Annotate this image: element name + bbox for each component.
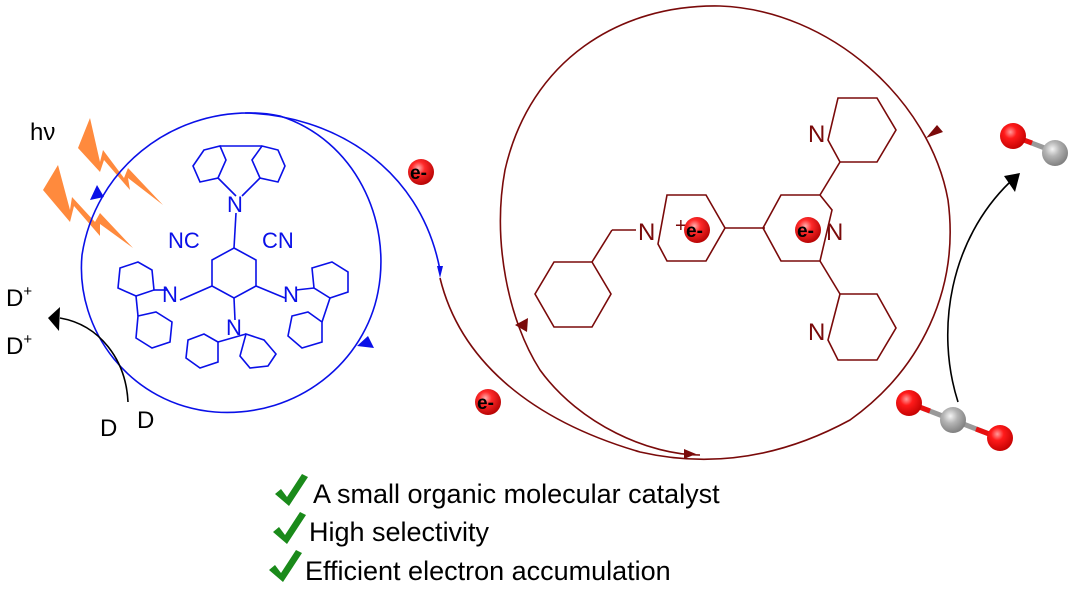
check-icon <box>273 512 306 544</box>
feature-item: High selectivity <box>273 512 490 547</box>
co2-to-co-arrow <box>946 181 1011 403</box>
svg-text:e-: e- <box>477 393 494 414</box>
co2-molecule <box>896 390 1013 451</box>
catalyst-arrow-bottom-icon <box>684 449 696 459</box>
catalyst-labels: N N + N N <box>638 121 843 346</box>
feature-list: A small organic molecular catalyst High … <box>269 474 720 586</box>
transfer-arrow-icon <box>437 266 443 278</box>
feature-item: A small organic molecular catalyst <box>275 474 720 509</box>
svg-text:D+: D+ <box>6 283 32 312</box>
svg-text:e-: e- <box>410 163 427 184</box>
catalyst-arrow-right-icon <box>926 125 943 138</box>
check-icon <box>269 550 302 582</box>
co-molecule <box>1000 123 1068 166</box>
svg-text:N: N <box>283 282 299 307</box>
light-label: hν <box>30 119 55 146</box>
photocatalyst-molecule <box>117 145 349 369</box>
svg-text:e-: e- <box>686 221 703 242</box>
svg-text:High selectivity: High selectivity <box>309 517 490 547</box>
svg-text:N: N <box>227 192 243 217</box>
svg-text:N: N <box>638 219 655 246</box>
electron-badge: e- <box>408 159 434 185</box>
svg-text:+: + <box>675 215 687 237</box>
svg-text:Efficient electron accumulatio: Efficient electron accumulation <box>305 556 671 586</box>
svg-text:N: N <box>162 282 178 307</box>
catalyst-cycle <box>439 5 951 461</box>
svg-text:N: N <box>808 121 825 148</box>
svg-text:CN: CN <box>262 228 294 253</box>
svg-text:N: N <box>826 219 843 246</box>
electron-badge: e- <box>475 389 501 415</box>
feature-item: Efficient electron accumulation <box>269 550 671 586</box>
svg-text:e-: e- <box>797 221 814 242</box>
cycle-arrow-down-icon <box>357 336 374 348</box>
photocatalyst-cycle <box>80 112 441 414</box>
svg-text:N: N <box>808 319 825 346</box>
catalyst-arrow-left-icon <box>515 318 528 332</box>
svg-text:D: D <box>137 407 154 434</box>
electron-badge: e- <box>684 217 710 243</box>
svg-text:NC: NC <box>168 228 200 253</box>
svg-text:A small organic molecular cata: A small organic molecular catalyst <box>313 479 720 509</box>
co-arrowhead-icon <box>1004 173 1020 192</box>
cycle-arrow-up-icon <box>90 185 104 200</box>
check-icon <box>275 474 308 506</box>
donor-labels: D+ D+ D D <box>6 283 154 442</box>
donor-arrow <box>59 317 129 403</box>
svg-text:D: D <box>100 415 117 442</box>
svg-text:N: N <box>226 315 242 340</box>
svg-text:D+: D+ <box>6 331 32 360</box>
lightning-icon <box>43 118 163 248</box>
photocatalyst-labels: N NC CN N N N <box>162 192 299 340</box>
electron-badge: e- <box>795 217 821 243</box>
donor-arrowhead-icon <box>48 307 60 331</box>
catalyst-molecule <box>534 97 897 361</box>
